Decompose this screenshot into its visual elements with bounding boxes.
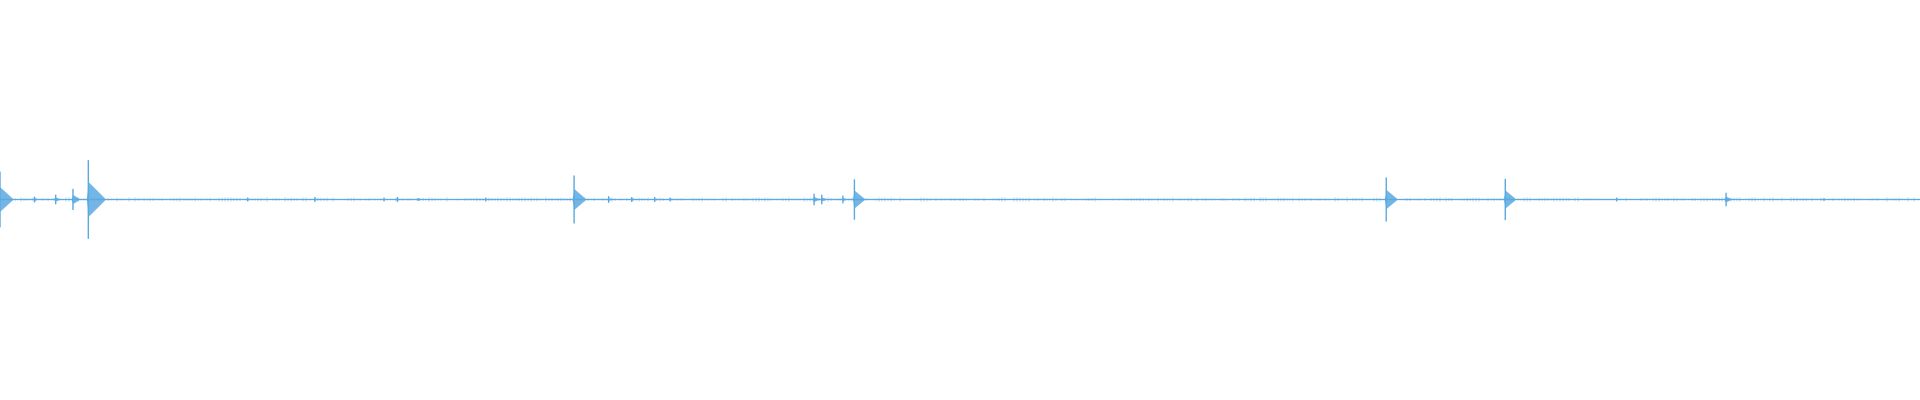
waveform-transients [0,160,1829,239]
waveform-transient [1503,178,1517,221]
waveform-transient [86,160,107,239]
waveform-transient [572,175,587,224]
waveform-transient [484,197,491,202]
waveform-transient [246,197,253,202]
waveform-transient [382,197,389,202]
waveform-transient [852,179,866,220]
waveform-transient [54,194,62,205]
waveform-transient [395,197,403,202]
waveform-transient [313,197,320,202]
waveform-transient [668,197,675,202]
waveform-transient [812,193,821,206]
waveform-transient [1384,177,1398,222]
waveform-transient [1822,198,1829,201]
waveform-transient [841,195,849,204]
waveform-transient [0,171,14,228]
waveform-transient [1615,197,1622,202]
waveform-transient [820,194,828,205]
waveform-transient [417,198,424,201]
waveform-transient [71,188,81,211]
waveform-transient [630,197,637,202]
waveform-transient [653,197,660,202]
waveform-noise [0,197,1918,202]
waveform-transient [33,196,40,203]
waveform-transient [1724,192,1733,207]
waveform-transient [607,196,614,203]
